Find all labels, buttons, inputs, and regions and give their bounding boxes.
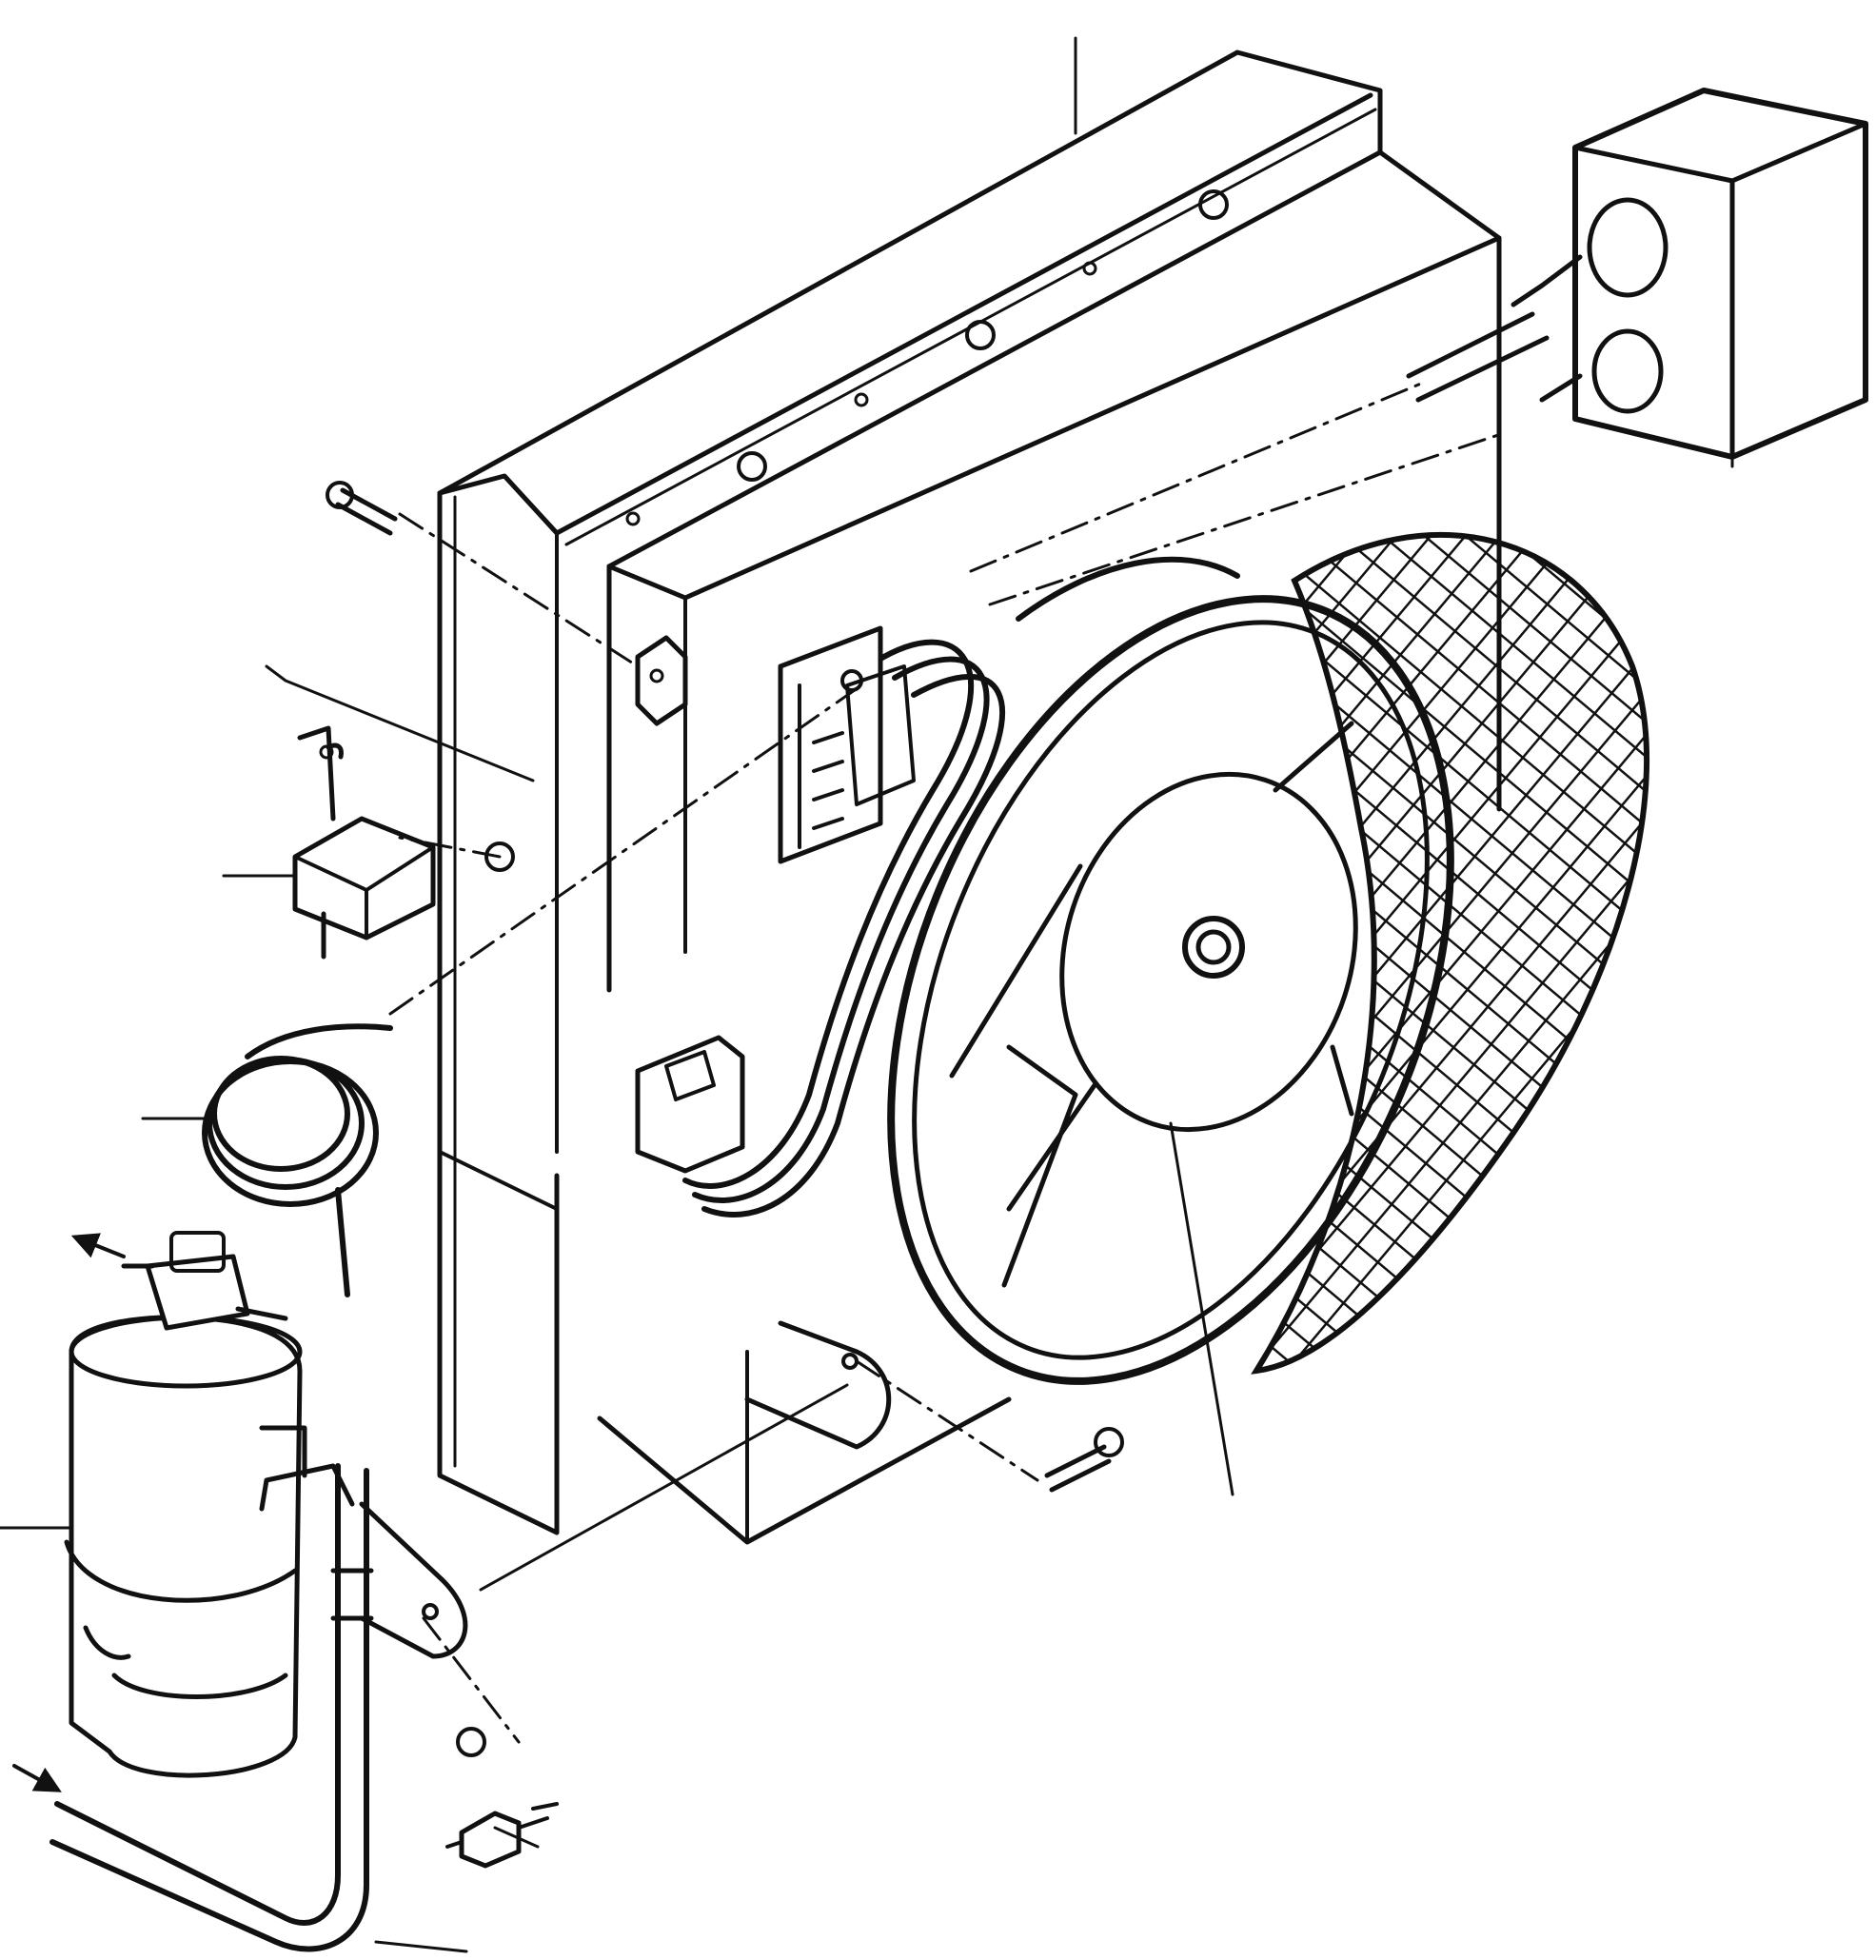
- connector-plug: [635, 1035, 745, 1174]
- flange-nuts: [625, 189, 1229, 526]
- fan-guard: [1251, 531, 1649, 1375]
- leader-line: [479, 1383, 849, 1592]
- bolts-nuts: [326, 481, 1124, 1493]
- leader-lines: [0, 36, 1734, 1953]
- wiring-harness: [682, 556, 1240, 1218]
- mounting-bracket: [359, 635, 892, 1659]
- hose: [49, 1425, 374, 1952]
- alignment-lines: [388, 379, 1506, 1744]
- relay: [292, 725, 436, 960]
- shroud-plate: [597, 149, 1502, 1545]
- capillary-coil: [202, 1023, 393, 1297]
- leader-line: [1169, 1121, 1234, 1496]
- fan-motor: [887, 595, 1454, 1385]
- leader-line: [493, 1826, 540, 1849]
- inlet-arrow: [12, 1764, 62, 1792]
- flow-arrows: [12, 1233, 126, 1792]
- leader-line: [374, 1940, 468, 1953]
- junction-box: [1406, 88, 1868, 460]
- terminal-strip: [778, 625, 916, 864]
- receiver-drier: [64, 1231, 303, 1778]
- condenser-core: [437, 49, 1383, 1535]
- pressure-switch: [445, 1727, 559, 1869]
- leader-line: [265, 664, 535, 782]
- outlet-arrow: [70, 1233, 126, 1258]
